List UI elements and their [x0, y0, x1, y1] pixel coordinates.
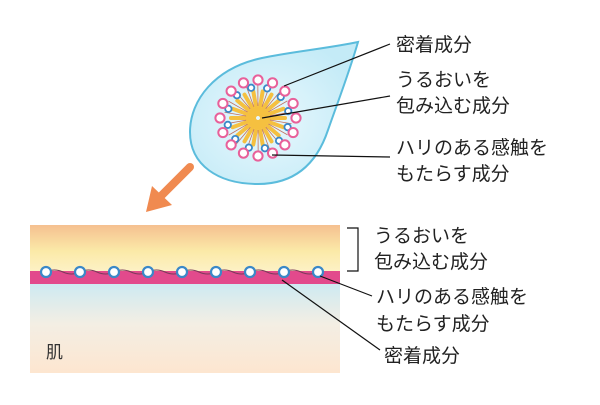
skin-bead — [209, 265, 223, 279]
droplet — [188, 40, 360, 186]
micelle-bead-pink — [266, 147, 279, 159]
leader-drop-adhesive — [283, 43, 391, 87]
micelle-tail — [230, 106, 257, 119]
micelle-bead-blue — [223, 120, 232, 129]
drop-label-moisture-line2: 包み込む成分 — [396, 95, 510, 117]
micelle-bead-pink — [237, 77, 250, 89]
micelle-bead-pink — [252, 150, 264, 162]
micelle-cluster — [214, 74, 302, 162]
skin-base — [30, 283, 340, 373]
skin-bead — [39, 265, 53, 279]
skin-bead-row — [39, 265, 325, 279]
drop-label-firmness-line1: ハリのある感触を — [396, 137, 548, 159]
leader-drop-firmness — [271, 154, 391, 158]
micelle-bead-pink — [290, 112, 302, 124]
micelle-bead-pink — [266, 77, 279, 89]
micelle-tail — [235, 98, 257, 118]
moisture-bracket — [347, 227, 359, 272]
skin-bead — [311, 265, 325, 279]
micelle-bead-pink — [287, 97, 299, 110]
micelle-tail — [251, 89, 260, 117]
micelle-stem — [228, 100, 248, 113]
micelle-bead-blue — [247, 83, 256, 92]
skin-cross-section: 肌 — [30, 225, 340, 373]
micelle-tail — [258, 92, 274, 117]
micelle-tail — [256, 119, 265, 147]
leader-drop-moisture — [261, 95, 391, 119]
leader-skin-firmness — [319, 275, 373, 297]
micelle-tail — [256, 89, 265, 117]
skin-bead — [73, 265, 87, 279]
micelle-stem — [268, 123, 288, 136]
micelle-bead-pink — [252, 74, 264, 86]
moisture-layer — [30, 225, 340, 273]
micelle-bead-pink — [217, 126, 229, 139]
micelle-bead-pink — [225, 85, 237, 97]
micelle-tail — [242, 92, 258, 117]
micelle-tail — [259, 98, 281, 118]
skin-bead — [243, 265, 257, 279]
down-left-arrow-icon — [146, 163, 194, 212]
skin-label-moisture-line1: うるおいを — [374, 225, 469, 247]
micelle-tail — [259, 106, 286, 119]
micelle-bead-pink — [225, 139, 237, 151]
micelle-tail — [230, 117, 257, 130]
drop-label-adhesive: 密着成分 — [396, 34, 472, 56]
micelle-bead-pink — [279, 139, 291, 151]
skin-label-adhesive: 密着成分 — [384, 345, 460, 367]
leader-skin-adhesive — [281, 279, 381, 351]
micelle-tail — [235, 118, 257, 138]
micelle-bead-pink — [287, 126, 299, 139]
skin-label-firmness-line2: もたらす成分 — [376, 313, 490, 335]
micelle-tail — [259, 117, 286, 130]
micelle-stem — [228, 123, 248, 136]
micelle-stem — [268, 100, 288, 113]
drop-label-firmness-line2: もたらす成分 — [396, 163, 510, 185]
skin-bead — [277, 265, 291, 279]
micelle-tail — [242, 119, 258, 144]
micelle-tail — [258, 119, 274, 144]
micelle-bead-pink — [279, 85, 291, 97]
skin-bead — [175, 265, 189, 279]
micelle-bead-pink — [237, 147, 250, 159]
skin-bead — [141, 265, 155, 279]
skin-label: 肌 — [46, 343, 63, 363]
micelle-bead-pink — [217, 97, 229, 110]
skin-bead — [107, 265, 121, 279]
micelle-tail — [259, 118, 281, 138]
skin-label-moisture-line2: 包み込む成分 — [374, 251, 488, 273]
skin-label-firmness-line1: ハリのある感触を — [376, 286, 528, 308]
micelle-bead-blue — [260, 144, 269, 153]
micelle-bead-pink — [214, 112, 226, 124]
drop-label-moisture-line1: うるおいを — [396, 69, 491, 91]
micelle-tail — [251, 119, 260, 147]
